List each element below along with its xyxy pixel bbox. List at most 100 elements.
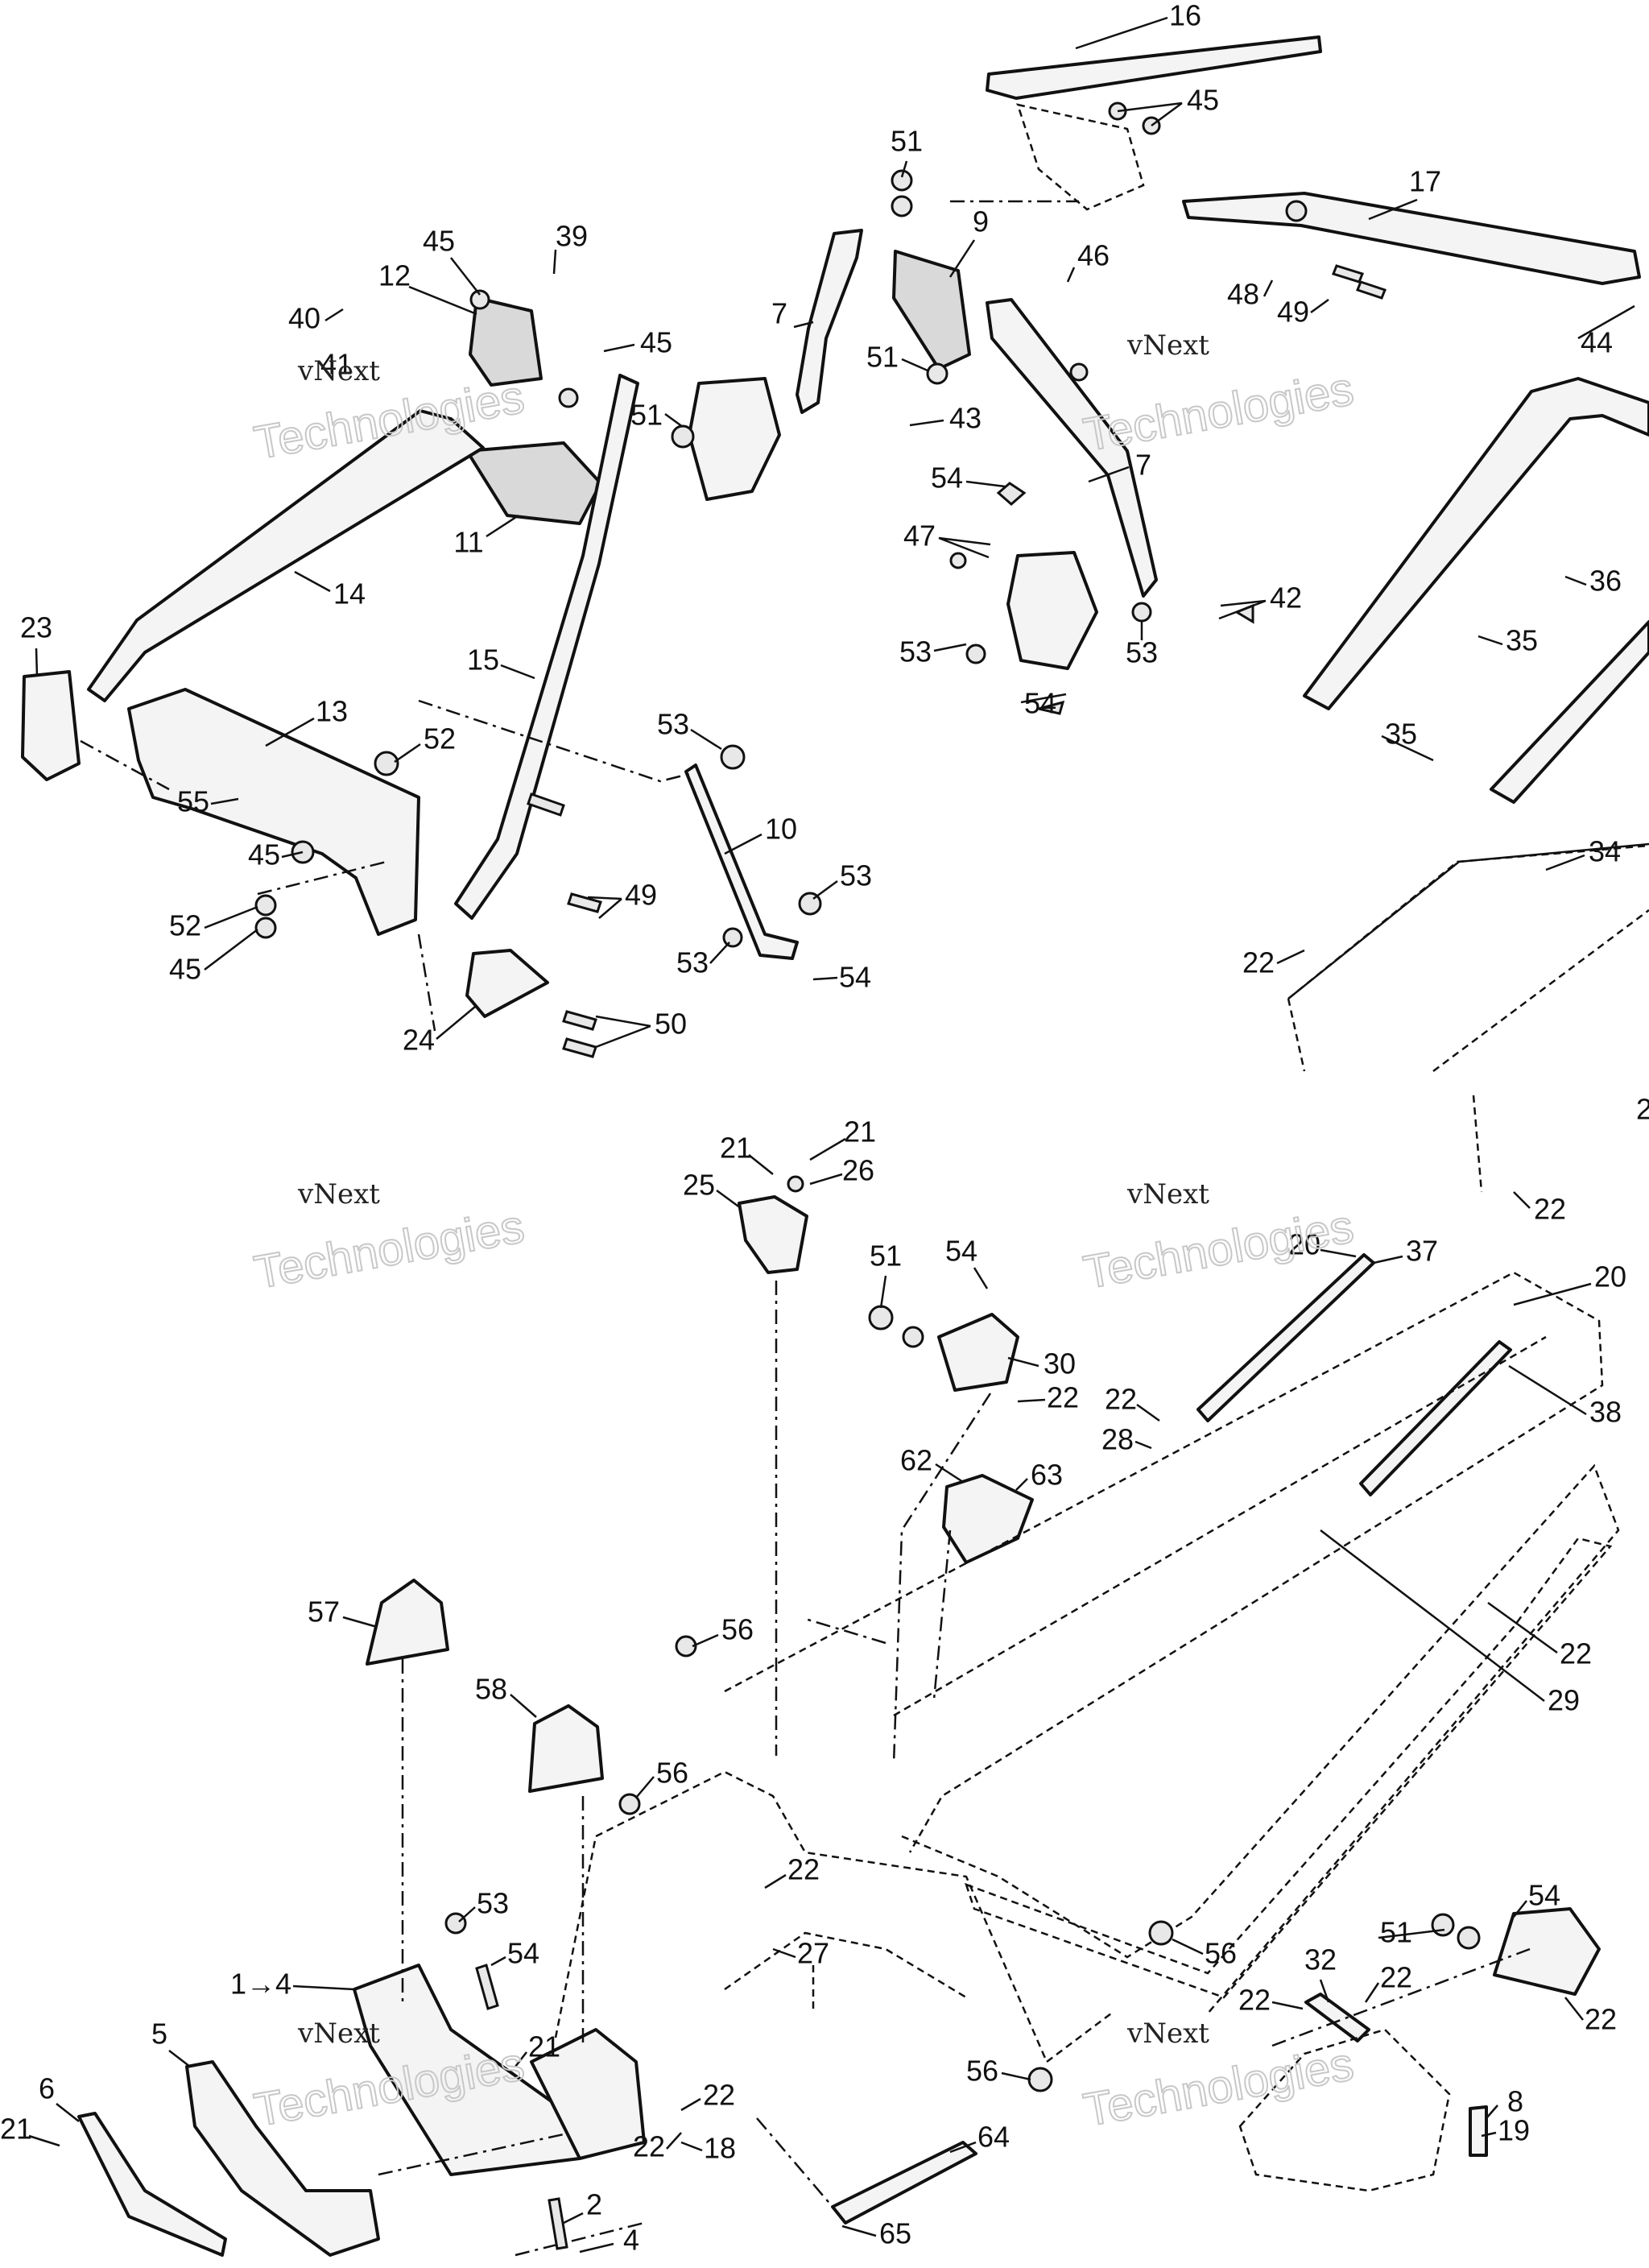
watermark: vNext Technologies [250,1178,529,1300]
watermark-line1: vNext [297,1178,380,1211]
watermark: vNext Technologies [1079,329,1358,462]
callout-label: 22 [633,2130,665,2163]
callout-label: 51 [1380,1916,1412,1949]
callout-label: 53 [840,859,872,892]
callout-label: 5 [151,2018,167,2051]
callout-label: 52 [424,722,456,755]
callout-label: 53 [676,946,709,979]
callout-label: 39 [556,220,588,253]
callout-label: 30 [1044,1347,1076,1380]
callout-label: 36 [1589,565,1622,598]
part-10-rod [684,764,799,960]
callout-label: 54 [1024,687,1056,720]
callout-label: 51 [870,1240,902,1273]
part-36-frame [1303,377,1649,804]
callout-label: 8 [1507,2085,1523,2118]
part-15-tube [454,374,639,920]
callout-label: 57 [308,1595,340,1629]
callout-label: 27 [797,1937,829,1970]
callout-label: 22 [1105,1383,1137,1416]
part-24-bracket [465,949,549,1018]
callout-label: 51 [630,399,663,432]
watermark: vNext Technologies [1079,2018,1358,2138]
callout-label: 45 [169,953,201,986]
callout-label: 41 [320,348,353,381]
callout-label: 24 [403,1024,435,1057]
callout-label: 7 [771,297,787,330]
left-casting [688,377,781,501]
callout-label: 56 [656,1757,688,1790]
callout-label: 35 [1506,624,1538,657]
callout-label: 16 [1169,0,1201,32]
callout-label: 43 [949,402,982,435]
watermark-line2: Technologies [1080,1200,1358,1299]
callout-label: 19 [1498,2114,1530,2147]
callout-label: 32 [1304,1943,1337,1976]
part-8-clip [1469,2105,1488,2157]
callout-label: 14 [333,577,366,610]
callout-label: 22 [703,2079,735,2112]
callout-label: 29 [1548,1684,1580,1717]
callout-label: 62 [900,1444,932,1477]
callout-label: 37 [1406,1235,1438,1268]
callout-label: 44 [1581,326,1613,359]
part-13-frame [127,688,420,936]
callout-label: 2 [586,2188,602,2221]
part-32-bracket [1304,1993,1370,2042]
callout-label: 47 [903,519,936,553]
part-12-bracket [469,296,543,387]
part-17-rail [1182,192,1641,285]
callout-label: 22 [1560,1637,1592,1670]
watermark-line2: Technologies [250,1200,528,1299]
part-16-rail [986,35,1322,211]
callout-label: 4 [623,2224,639,2257]
watermark-line1: vNext [297,355,380,387]
callout-label: 54 [945,1235,977,1268]
part-14-tube [87,409,485,702]
watermark-line1: vNext [1126,2018,1209,2050]
part-11-bracket [465,441,602,525]
callout-label: 21 [720,1132,752,1165]
part-62-guard [942,1474,1034,1564]
callout-label: 56 [966,2055,998,2088]
callout-label: 21 [0,2113,32,2146]
watermark-line1: vNext [297,2018,380,2050]
callout-label: 22 [1238,1984,1271,2017]
callout-label: 46 [1077,239,1110,272]
callout-label: 7 [1135,449,1151,482]
callout-label: 63 [1031,1459,1063,1492]
callout-label: 25 [683,1169,715,1202]
callout-label: 42 [1270,581,1302,615]
callout-label: 23 [20,611,52,644]
watermark-line2: Technologies [1080,362,1358,461]
watermark-line1: vNext [1126,329,1209,362]
callout-label: 56 [721,1613,754,1646]
callout-label: 49 [1277,296,1309,329]
callout-label: 35 [1385,718,1417,751]
callout-label: 45 [640,326,672,359]
callout-label: 53 [477,1887,509,1920]
part-64-bar [831,2141,977,2225]
callout-label: 26 [842,1154,874,1187]
callout-label: 10 [765,813,797,846]
callout-label: 28 [1101,1423,1134,1456]
part-58-wedge [528,1704,604,1793]
callout-label: 54 [1528,1879,1560,1912]
callout-label: 53 [657,708,689,741]
footrest-plate [1493,1907,1601,1996]
callout-label: 54 [507,1937,539,1970]
watermark-line1: vNext [1126,1178,1209,1211]
callout-label: 22 [1585,2003,1617,2036]
part-57-wedge [366,1579,449,1666]
callout-label: 38 [1589,1396,1622,1429]
track-belt [964,1537,1613,1999]
callout-label: 55 [177,785,209,818]
callout-label: 12 [378,259,411,292]
callout-label: 48 [1227,278,1259,311]
callout-label: 20 [1594,1260,1626,1293]
callout-label: 18 [704,2132,736,2165]
callout-label: 17 [1409,165,1441,198]
callout-label: 45 [423,225,455,258]
